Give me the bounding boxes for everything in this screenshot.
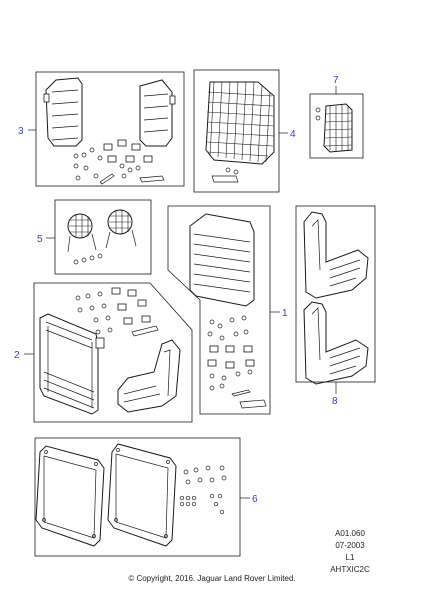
fixings-1 bbox=[207, 315, 267, 409]
group-8-side-guards bbox=[295, 205, 376, 394]
fixings-2 bbox=[75, 287, 159, 337]
ref-code: A01.060 bbox=[335, 529, 365, 538]
mesh-panel bbox=[205, 81, 275, 165]
date-code: 07-2003 bbox=[335, 541, 365, 550]
level-code: L1 bbox=[345, 553, 355, 562]
group-2-guards bbox=[24, 282, 193, 423]
callout-1: 1 bbox=[282, 308, 288, 319]
step-guard bbox=[117, 339, 181, 413]
side-guard-lower bbox=[303, 301, 369, 385]
copyright-notice: © Copyright, 2016. Jaguar Land Rover Lim… bbox=[128, 574, 296, 583]
radiator-guard-frame bbox=[39, 313, 105, 415]
callout-5: 5 bbox=[37, 234, 43, 245]
callout-4: 4 bbox=[290, 129, 296, 140]
fixings-3 bbox=[73, 139, 165, 185]
grille-louvre-panel bbox=[189, 213, 255, 307]
group-4-grille-mesh bbox=[193, 69, 280, 193]
lamp-guard-right bbox=[139, 79, 176, 147]
lamp-guard-left bbox=[43, 77, 83, 147]
side-guard-upper bbox=[303, 211, 369, 299]
fog-guard-right bbox=[105, 209, 137, 249]
panel-left bbox=[35, 445, 105, 547]
group-7-small-mesh bbox=[309, 93, 364, 159]
callout-3: 3 bbox=[18, 126, 24, 137]
callout-6: 6 bbox=[252, 494, 258, 505]
illustration-code: AHTXIC2C bbox=[330, 565, 370, 574]
panel-right bbox=[107, 443, 177, 547]
group-3-lamp-guards bbox=[35, 71, 185, 187]
group-6-panels bbox=[34, 437, 250, 557]
callout-8: 8 bbox=[332, 396, 338, 407]
fixings-6 bbox=[179, 465, 227, 515]
callout-2: 2 bbox=[14, 350, 20, 361]
fixings-4 bbox=[211, 167, 239, 183]
fog-guard-left bbox=[67, 213, 97, 253]
callout-7: 7 bbox=[333, 75, 339, 86]
group-1-main-grille bbox=[167, 205, 280, 415]
group-5-fog-guards bbox=[54, 199, 152, 275]
